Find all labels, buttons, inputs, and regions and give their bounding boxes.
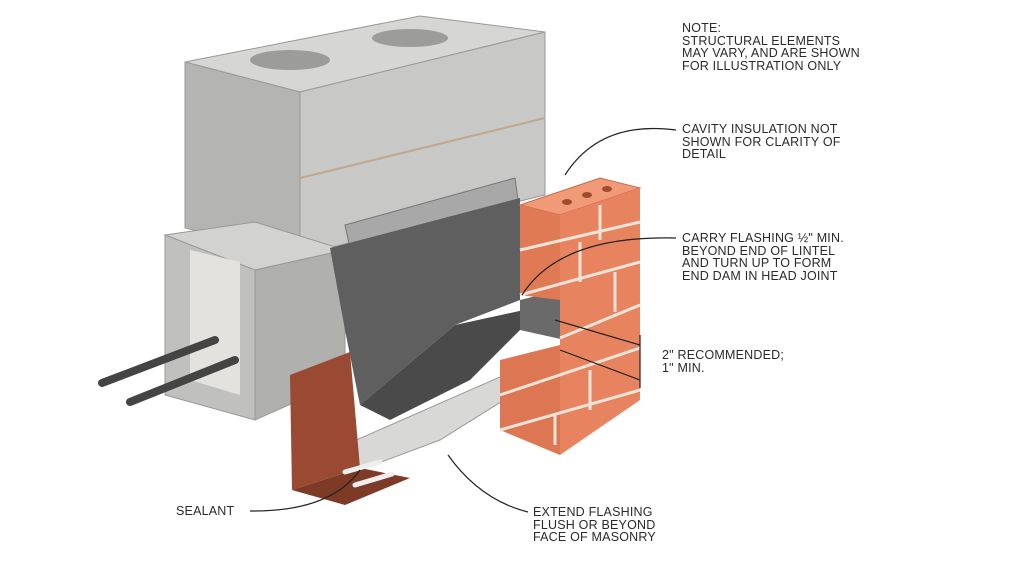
extend-flashing-label: EXTEND FLASHING FLUSH OR BEYOND FACE OF … xyxy=(533,505,656,544)
rebar xyxy=(98,336,239,406)
mortar-joints xyxy=(499,205,641,445)
carry-flashing xyxy=(330,177,570,471)
cavity-insulation-label: CAVITY INSULATION NOT SHOWN FOR CLARITY … xyxy=(682,122,841,161)
leader-lines xyxy=(249,127,677,513)
brick-veneer xyxy=(499,177,642,455)
steel-angle-lintel xyxy=(290,352,410,505)
upper-cmu-block xyxy=(184,15,546,256)
sealant-label: SEALANT xyxy=(176,504,235,518)
dimension-label: 2" RECOMMENDED; 1" MIN. xyxy=(662,348,785,375)
carry-flashing-label: CARRY FLASHING ½" MIN. BEYOND END OF LIN… xyxy=(682,231,844,283)
note-label: NOTE: STRUCTURAL ELEMENTS MAY VARY, AND … xyxy=(682,21,860,73)
